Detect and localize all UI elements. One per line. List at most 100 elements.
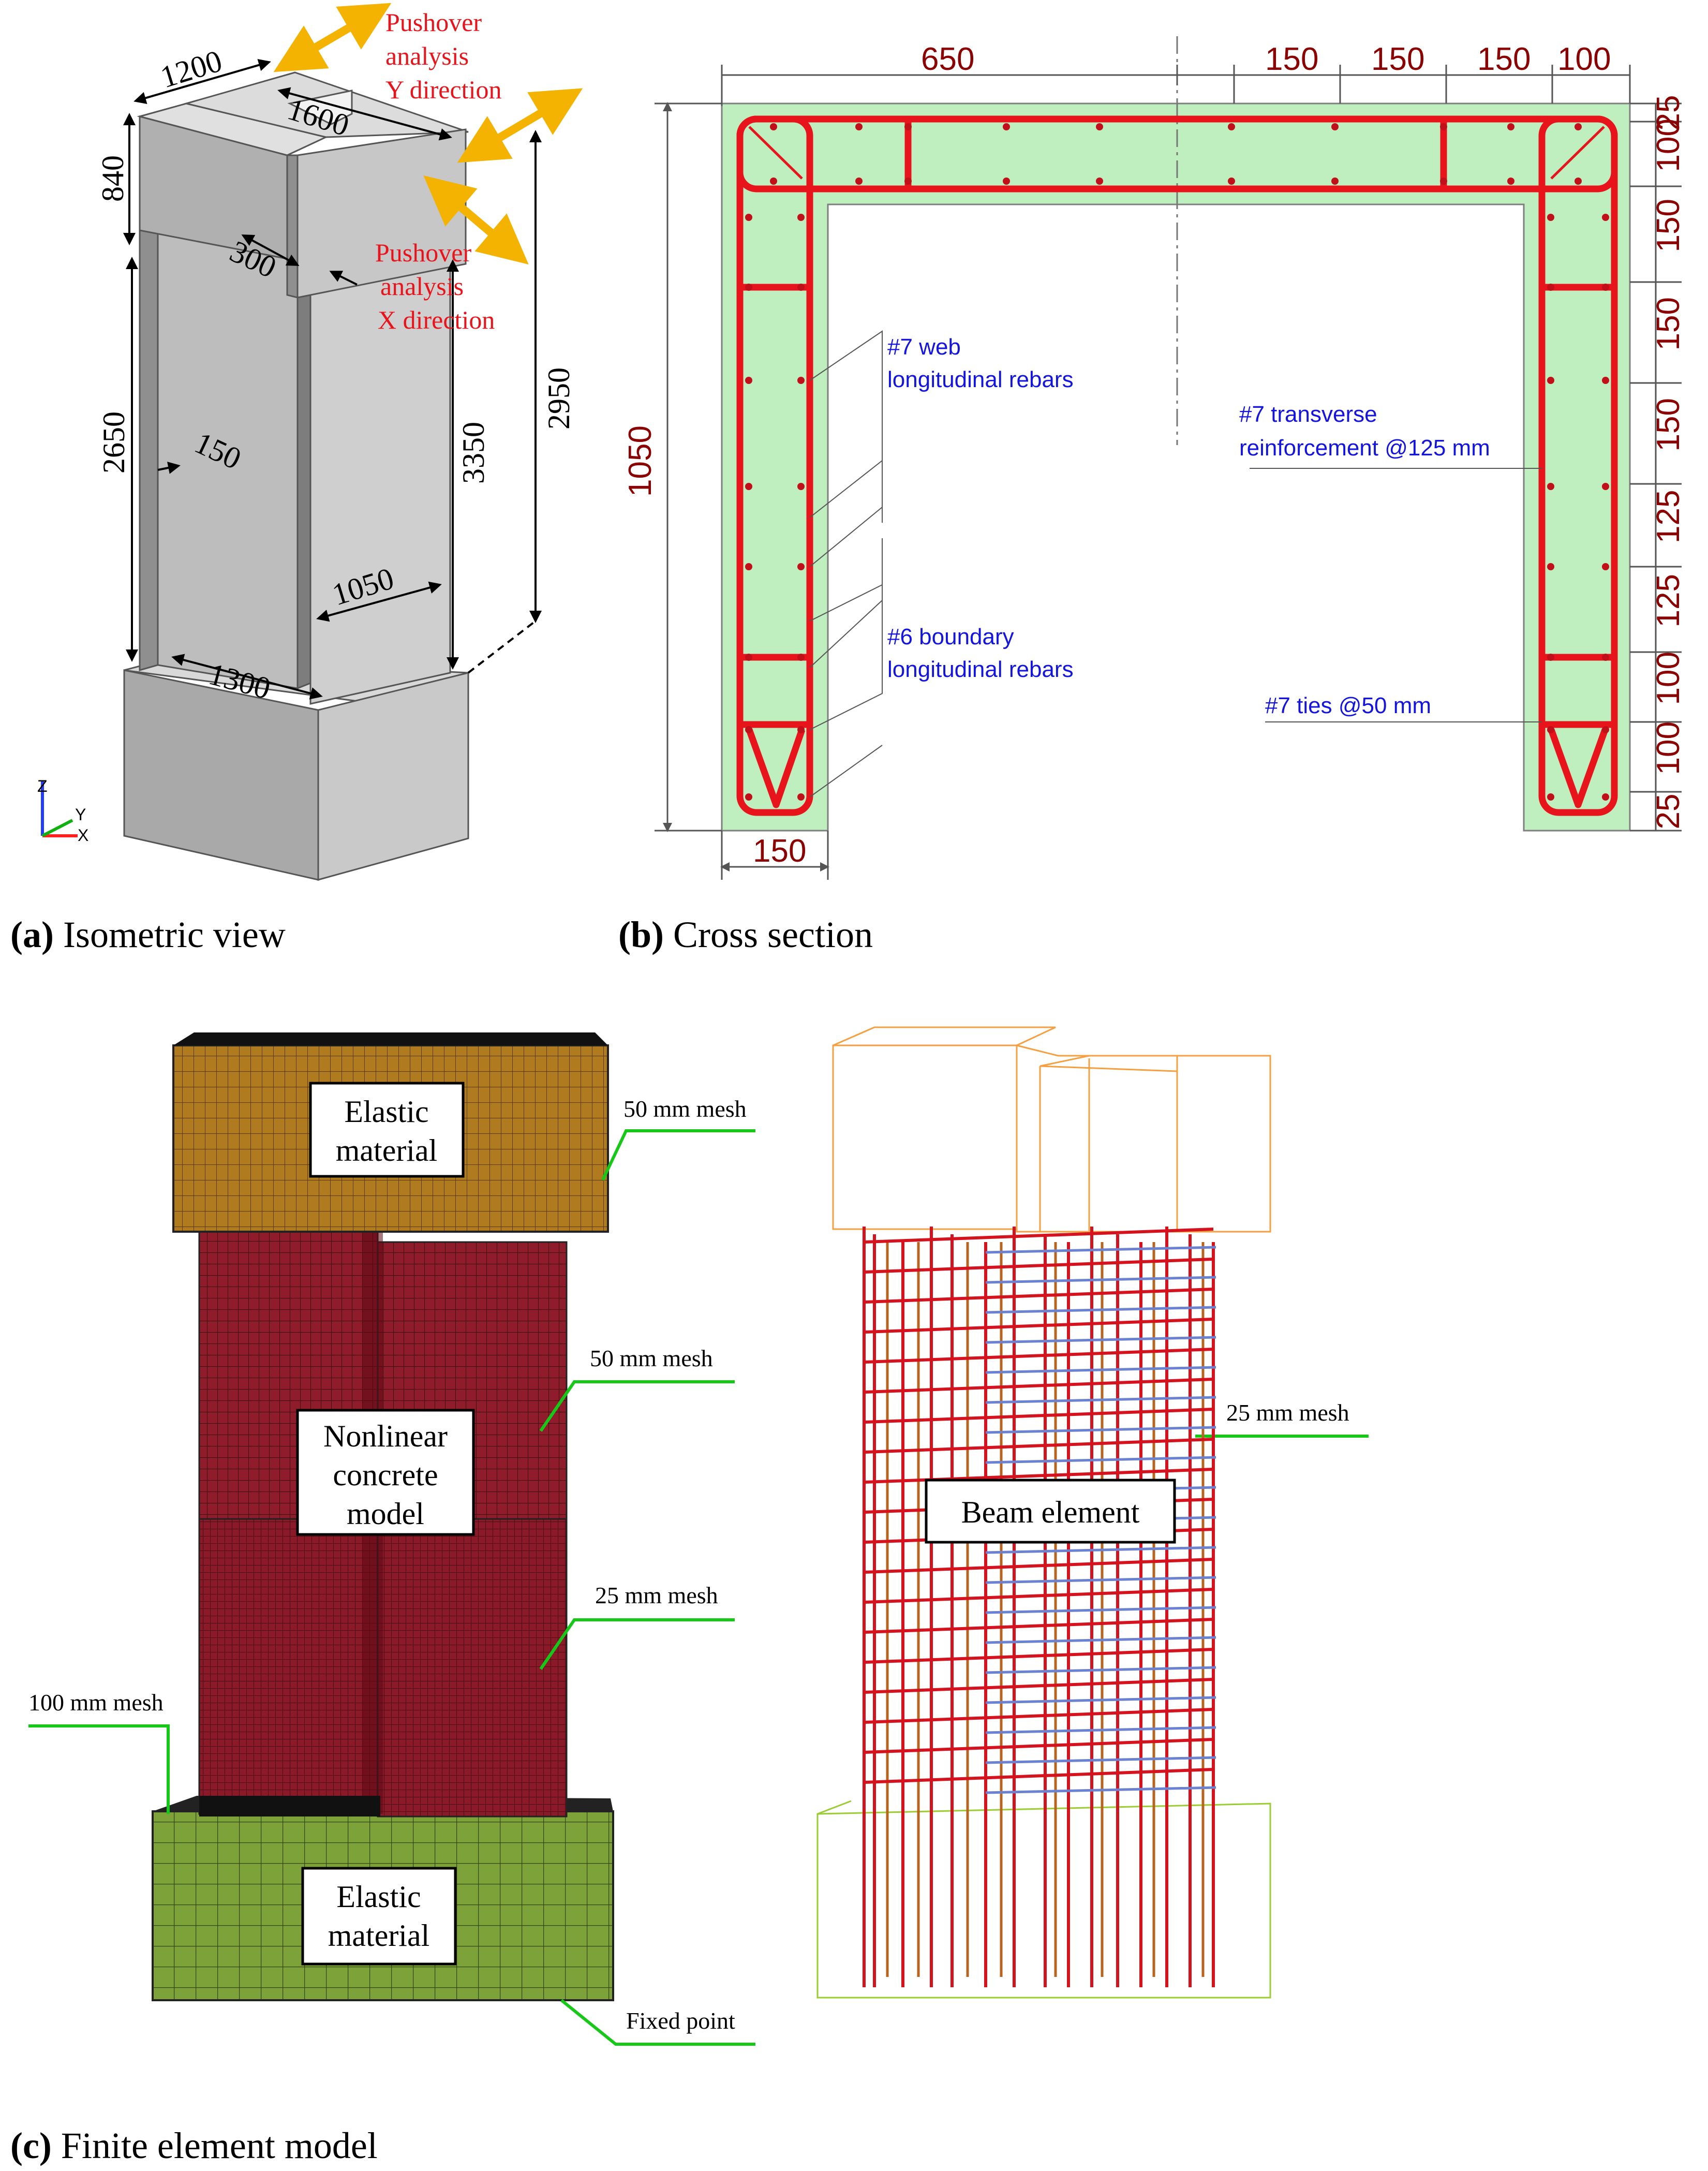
right-dim-label: 100 [1651,119,1686,172]
panel-c-fe-model: Elastic material Nonlinear concrete mode… [10,1026,1369,2166]
dim-1200: 1200 [157,43,226,94]
rebar-dot [1602,284,1609,291]
right-dim-label: 100 [1651,721,1686,775]
pushover-x-line2: analysis [380,272,464,301]
rebar-dot [855,178,863,185]
rebar-dot [1547,563,1554,570]
right-dim-label: 150 [1651,297,1686,350]
rebar-dot [745,214,752,221]
top-dim-150-c: 150 [1477,41,1531,77]
rebar-dot [904,123,912,130]
mesh-mid-50: 50 mm mesh [590,1345,713,1371]
rebar-dot [1228,178,1235,185]
top-block-right-side [286,154,299,299]
top-dim-150-b: 150 [1371,41,1424,77]
mesh-top-50: 50 mm mesh [623,1096,747,1122]
left-dim-1050: 1050 [622,425,658,497]
right-dim-label: 125 [1651,490,1686,543]
right-dim-label: 150 [1651,398,1686,451]
rebar-dot [1440,178,1447,185]
rebar-dot [797,654,805,661]
mesh-base-100: 100 mm mesh [28,1689,164,1716]
rebar-dot [1331,123,1339,130]
box-top-elastic-line1: Elastic [344,1095,428,1129]
rebar-dot [1507,178,1514,185]
caption-c: (c) Finite element model [10,2125,378,2166]
box-nonlinear-line2: concrete [333,1458,438,1492]
box-base-elastic-line2: material [328,1918,430,1953]
mesh-lower-25: 25 mm mesh [595,1582,718,1608]
rebar-dot [745,483,752,490]
rebar-dot [745,726,752,733]
rebar-dot [1575,123,1582,130]
dim-2650: 2650 [97,411,131,474]
rebar-dot [1602,793,1609,801]
rebar-dot [904,178,912,185]
top-dim-650: 650 [921,41,974,77]
label-web-line1: #7 web [887,334,961,360]
caption-b: (b) Cross section [618,914,873,955]
rebar-dot [1602,483,1609,490]
dim-3350: 3350 [456,422,491,484]
label-transverse-line1: #7 transverse [1239,402,1377,427]
box-top-elastic-line2: material [336,1133,438,1168]
fixed-point-label: Fixed point [626,2007,735,2034]
right-dim-label: 150 [1651,199,1686,252]
rebar-dot [1507,123,1514,130]
panel-b-cross-section: #7 web longitudinal rebars #6 boundary l… [618,36,1686,955]
rebar-dot [1003,178,1010,185]
box-nonlinear-line3: model [347,1497,424,1531]
right-dim-label: 100 [1651,652,1686,705]
rebar-dot [1547,214,1554,221]
base-block-left-face [123,669,319,881]
right-dim-label: 25 [1651,794,1686,830]
rebar-dot [1547,377,1554,384]
rebar-dot [1440,123,1447,130]
dim-2950: 2950 [542,367,576,430]
label-transverse-line2: reinforcement @125 mm [1239,435,1490,461]
rebar-dot [797,483,805,490]
label-web-line2: longitudinal rebars [887,367,1074,392]
wall-web [296,255,311,690]
axis-y-label: Y [75,805,86,824]
pushover-y-line2: analysis [385,41,469,70]
axes-triad-icon: Z Y X [37,777,88,845]
rebar-dots [745,123,1609,801]
rebar-dot [745,284,752,291]
rebar-dot [855,123,863,130]
rebar-dot [1003,123,1010,130]
wall-left-column-side [139,227,159,671]
rebar-dot [797,793,805,801]
rebar-dot [1575,178,1582,185]
rebar-dot [1602,563,1609,570]
bottom-dim-150: 150 [753,833,806,869]
axis-z-label: Z [37,777,48,795]
box-base-elastic-line1: Elastic [336,1880,421,1914]
pushover-y-line3: Y direction [385,75,501,104]
caption-a: (a) Isometric view [10,914,286,955]
rebar-dot [745,563,752,570]
rebar-dot [770,123,777,130]
pushover-x-line1: Pushover [375,238,471,267]
label-boundary-line1: #6 boundary [887,624,1014,649]
base-block-right-face [317,672,469,881]
box-nonlinear-line1: Nonlinear [323,1419,448,1453]
rebar-dot [1547,793,1554,801]
dim-840: 840 [96,155,130,202]
rebar-dot [797,214,805,221]
right-dim-label: 25 [1651,95,1686,131]
rebar-dot [745,793,752,801]
box-beam-element: Beam element [961,1495,1140,1529]
mesh-rebar-25: 25 mm mesh [1226,1399,1349,1426]
axis-x-label: X [78,826,88,845]
rebar-dot [745,654,752,661]
pushover-y-line1: Pushover [385,8,482,37]
rebar-dot [1547,726,1554,733]
rebar-dot [797,377,805,384]
wall-mesh-left-lower [198,1518,379,1815]
top-dim-100: 100 [1557,41,1611,77]
rebar-dot [1331,178,1339,185]
label-boundary-line2: longitudinal rebars [887,657,1074,682]
panel-a-isometric-view: 1200 1600 840 300 2650 150 3350 2950 105… [10,3,583,955]
